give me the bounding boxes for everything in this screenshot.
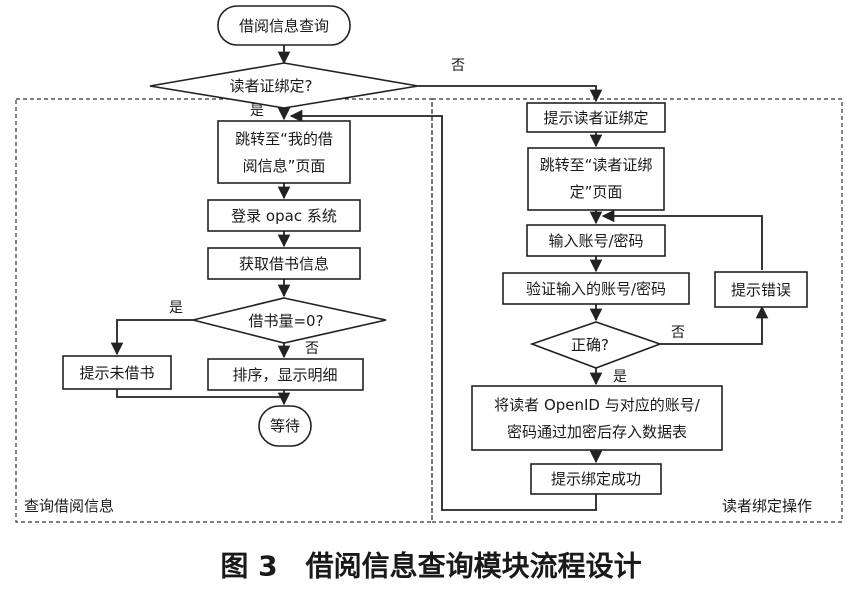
edge-label-correct-no: 否 — [671, 325, 685, 341]
node-no-borrow-label: 提示未借书 — [79, 364, 154, 382]
node-store — [471, 385, 723, 451]
node-get-borrow-info — [207, 247, 361, 280]
node-sort-show — [207, 358, 364, 391]
node-wait-label: 等待 — [270, 417, 300, 435]
edge-bind-no — [418, 85, 603, 103]
edge-label-zero-no: 否 — [305, 341, 319, 357]
node-prompt-bind-label: 提示读者证绑定 — [543, 109, 648, 127]
edges — [110, 45, 769, 511]
node-store-line2: 密码通过加密后存入数据表 — [507, 423, 687, 441]
region-query-label: 查询借阅信息 — [24, 497, 114, 515]
node-store-line1: 将读者 OpenID 与对应的账号/ — [494, 396, 701, 414]
node-jump-my-borrow — [217, 120, 351, 184]
node-jump-my-borrow-line2: 阅信息”页面 — [243, 157, 326, 175]
node-count-check — [192, 297, 387, 344]
node-count-check-label: 借书量=0? — [248, 312, 323, 330]
node-jump-bind — [527, 147, 665, 211]
node-prompt-bind — [526, 102, 666, 133]
node-jump-my-borrow-line1: 跳转至“我的借 — [235, 130, 333, 148]
edge-error-to-input — [601, 209, 763, 270]
node-no-borrow — [62, 355, 172, 390]
node-correct-check — [529, 321, 663, 369]
edge-success-back-to-query — [289, 109, 597, 511]
edge-correct-no — [660, 305, 769, 345]
node-start-label: 借阅信息查询 — [239, 17, 329, 35]
edge-count-yes — [110, 319, 193, 356]
node-login-opac-label: 登录 opac 系统 — [231, 207, 337, 225]
node-sort-show-label: 排序，显示明细 — [232, 366, 337, 384]
region-query — [15, 98, 433, 523]
edge-label-bind-yes: 是 — [250, 103, 264, 119]
edge-label-zero-yes: 是 — [169, 300, 183, 316]
region-bind-op-label: 读者绑定操作 — [722, 497, 812, 515]
node-correct-check-label: 正确? — [571, 336, 609, 354]
region-bind-op — [431, 98, 843, 523]
node-jump-bind-line2: 定”页面 — [570, 183, 623, 201]
node-error-prompt-label: 提示错误 — [731, 281, 791, 299]
node-verify-input — [502, 272, 690, 305]
node-input-account — [526, 224, 666, 257]
node-wait — [258, 405, 312, 447]
node-get-borrow-info-label: 获取借书信息 — [239, 255, 329, 273]
node-login-opac — [207, 199, 361, 232]
node-bind-check — [149, 62, 419, 109]
edge-label-bind-no: 否 — [451, 58, 465, 74]
node-bind-success — [530, 463, 662, 495]
node-bind-check-label: 读者证绑定? — [230, 77, 313, 95]
node-bind-success-label: 提示绑定成功 — [551, 470, 641, 488]
node-jump-bind-line1: 跳转至“读者证绑 — [540, 156, 653, 174]
edge-noborrow-to-wait — [116, 389, 284, 398]
figure-caption: 图 3 借阅信息查询模块流程设计 — [220, 550, 641, 583]
node-input-account-label: 输入账号/密码 — [548, 232, 643, 250]
node-start — [217, 5, 351, 46]
edge-label-correct-yes: 是 — [613, 369, 627, 385]
node-verify-input-label: 验证输入的账号/密码 — [526, 280, 666, 298]
node-error-prompt — [714, 271, 808, 308]
